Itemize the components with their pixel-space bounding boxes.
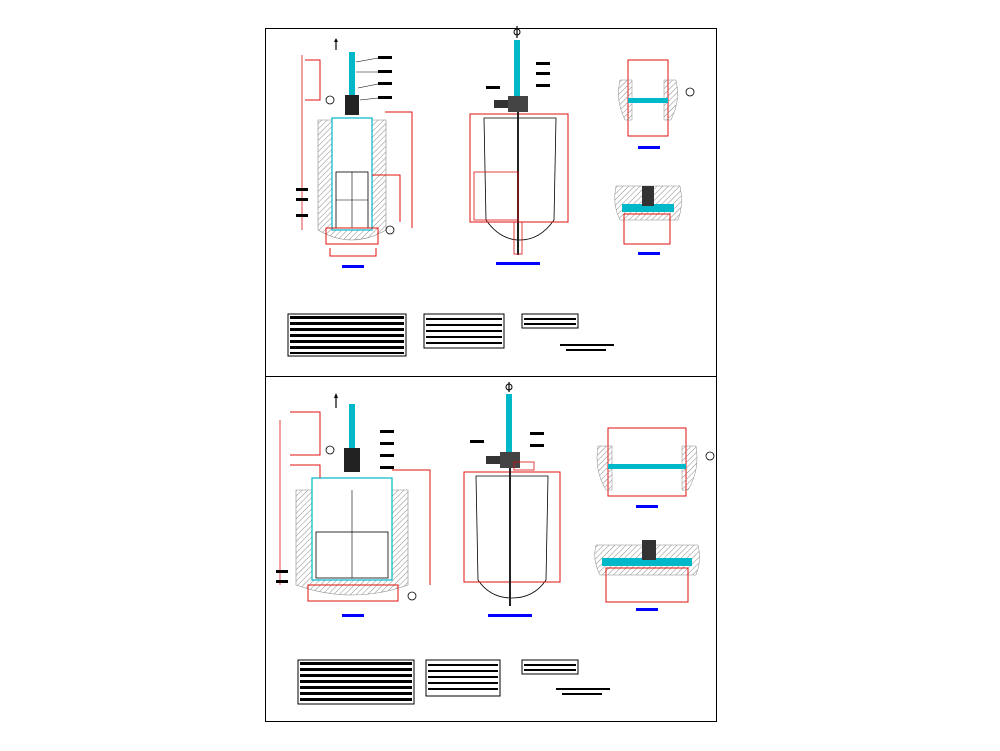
bottom-sheet <box>276 382 715 705</box>
north-arrow-icon <box>334 38 338 50</box>
front-view-gate-bottom <box>276 393 431 617</box>
bill-of-materials-table-top <box>287 313 407 357</box>
title-block-bottom <box>521 659 610 695</box>
plan-view-top-upper <box>618 59 695 149</box>
notes-table-bottom <box>425 659 501 697</box>
notes-table-top <box>423 313 505 349</box>
title-block-top <box>521 313 614 351</box>
side-section-top <box>469 26 569 265</box>
plan-view-bottom-upper <box>596 427 715 508</box>
side-section-bottom <box>463 382 561 617</box>
drawing-sheet-frame <box>265 28 717 722</box>
sheet-divider <box>265 376 717 377</box>
north-arrow-icon <box>513 26 521 38</box>
bill-of-materials-table-bottom <box>297 659 415 705</box>
plan-view-top-lower <box>614 185 682 255</box>
front-view-gate-top <box>296 38 413 268</box>
north-arrow-icon <box>334 393 338 408</box>
north-arrow-icon <box>505 382 513 392</box>
top-sheet <box>287 26 695 357</box>
plan-view-bottom-lower <box>594 540 700 611</box>
